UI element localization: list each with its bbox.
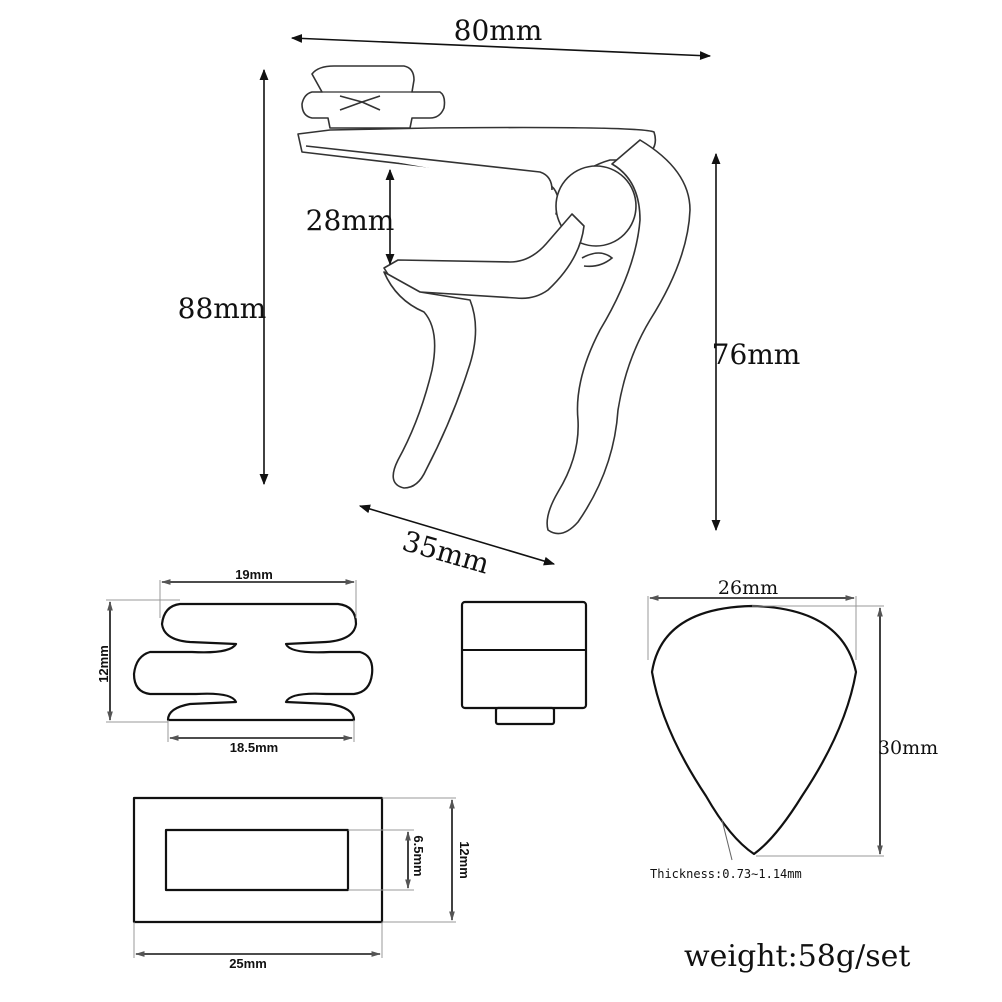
rubber-pad-drawing: [132, 602, 374, 722]
insert-width-dimension: 25mm: [133, 922, 383, 971]
pick-width-dimension: 26mm: [647, 577, 857, 660]
capo-body-height-dimension: 76mm: [711, 152, 801, 532]
capo-screw-knob: [301, 65, 446, 129]
capo-body-height-label: 76mm: [712, 338, 801, 371]
capo-opening-dimension: 28mm: [306, 168, 395, 266]
weight-label: weight:58g/set: [684, 939, 910, 974]
capo-lever: [383, 271, 477, 489]
rubber-pad-bottom-width-label: 18.5mm: [230, 740, 278, 755]
capo-opening-label: 28mm: [306, 204, 395, 237]
rubber-pad-height-label: 12mm: [96, 645, 111, 683]
capo-depth-dimension: 35mm: [358, 504, 556, 581]
capo-width-label: 80mm: [454, 14, 543, 47]
insert-height-label: 12mm: [457, 841, 472, 879]
insert-height-dimension: 12mm: [382, 797, 472, 923]
insert-drawing: [132, 796, 384, 924]
pick-width-label: 26mm: [718, 577, 778, 599]
capo-lower-jaw: [383, 213, 585, 300]
rubber-pad-top-width-label: 19mm: [235, 567, 273, 582]
insert-inner-height-dimension: 6.5mm: [348, 829, 426, 891]
pick-height-dimension: 30mm: [752, 605, 938, 857]
capo-drawing: [297, 65, 691, 535]
capo-depth-label: 35mm: [399, 524, 493, 580]
capo-height-label: 88mm: [178, 292, 267, 325]
insert-inner-height-label: 6.5mm: [411, 835, 426, 876]
pick-height-label: 30mm: [878, 737, 938, 759]
capo-width-dimension: 80mm: [290, 14, 712, 61]
rubber-pad-height-dimension: 12mm: [96, 599, 180, 723]
pad-side-view: [460, 600, 588, 726]
pick-thickness-label: Thickness:0.73∼1.14mm: [650, 867, 802, 881]
capo-spring: [581, 252, 614, 268]
insert-width-label: 25mm: [229, 956, 267, 971]
capo-height-dimension: 88mm: [178, 68, 269, 486]
rubber-pad-bottom-width-dimension: 18.5mm: [167, 720, 355, 755]
rubber-pad-top-width-dimension: 19mm: [159, 567, 357, 618]
guitar-pick-drawing: [650, 604, 858, 861]
